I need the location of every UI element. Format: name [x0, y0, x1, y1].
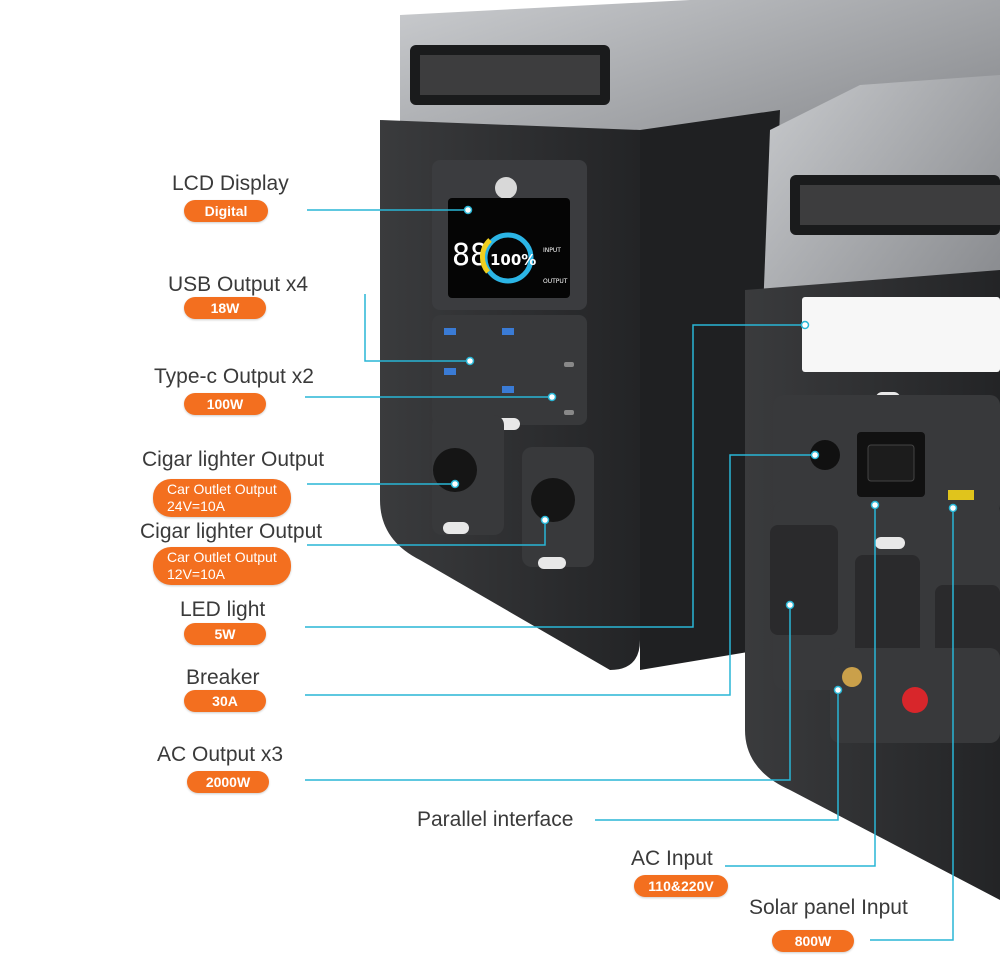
callout-badge-usb: 18W	[184, 297, 266, 319]
callout-title-lcd: LCD Display	[172, 172, 289, 195]
callout-badge-cig2-line1: Car Outlet Output	[167, 549, 277, 565]
led-light-panel	[802, 297, 1000, 372]
callout-badge-typec: 100W	[184, 393, 266, 415]
lcd-screen	[448, 198, 570, 298]
callout-badge-breaker: 30A	[184, 690, 266, 712]
callout-title-cig2: Cigar lighter Output	[140, 520, 323, 543]
leader-parallel	[595, 690, 839, 821]
leader-breaker	[305, 454, 815, 696]
callout-title-ac-out: AC Output x3	[157, 743, 284, 766]
callout-title-parallel: Parallel interface	[417, 808, 574, 831]
leader-led	[305, 324, 805, 628]
leader-solar	[870, 508, 954, 941]
callout-badge-ac-out: 2000W	[187, 771, 269, 793]
lcd-output-label: OUTPUT	[543, 278, 568, 285]
callout-badge-cig2-line2: 12V=10A	[167, 566, 225, 582]
leader-endpoints	[450, 205, 958, 695]
callout-title-solar: Solar panel Input	[749, 896, 908, 919]
callout-title-ac-in: AC Input	[631, 847, 713, 870]
left-unit: 88 100% INPUT OUTPUT	[380, 0, 1000, 670]
leader-lines	[305, 209, 954, 941]
callout-badge-ac-in: 110&220V	[634, 875, 728, 897]
callout-title-cig1: Cigar lighter Output	[142, 448, 325, 471]
leader-usb	[364, 294, 470, 362]
right-unit	[745, 75, 1000, 900]
callout-badge-lcd: Digital	[184, 200, 268, 222]
callout-badge-solar: 800W	[772, 930, 854, 952]
callout-badge-cig1-line2: 24V=10A	[167, 498, 225, 514]
callout-badge-cig2: Car Outlet Output 12V=10A	[153, 547, 291, 585]
lcd-input-label: INPUT	[543, 247, 561, 254]
callout-badge-led: 5W	[184, 623, 266, 645]
callout-title-led: LED light	[180, 598, 266, 621]
leader-ac-in	[725, 505, 876, 867]
lcd-percent: 100%	[490, 251, 536, 269]
leader-cig2	[307, 520, 546, 546]
callout-title-typec: Type-c Output x2	[154, 365, 314, 388]
callout-title-breaker: Breaker	[186, 666, 260, 689]
callout-badge-cig1-line1: Car Outlet Output	[167, 481, 277, 497]
callout-title-usb: USB Output x4	[168, 273, 309, 296]
callout-badge-cig1: Car Outlet Output 24V=10A	[153, 479, 291, 517]
leader-ac-out	[305, 605, 791, 781]
